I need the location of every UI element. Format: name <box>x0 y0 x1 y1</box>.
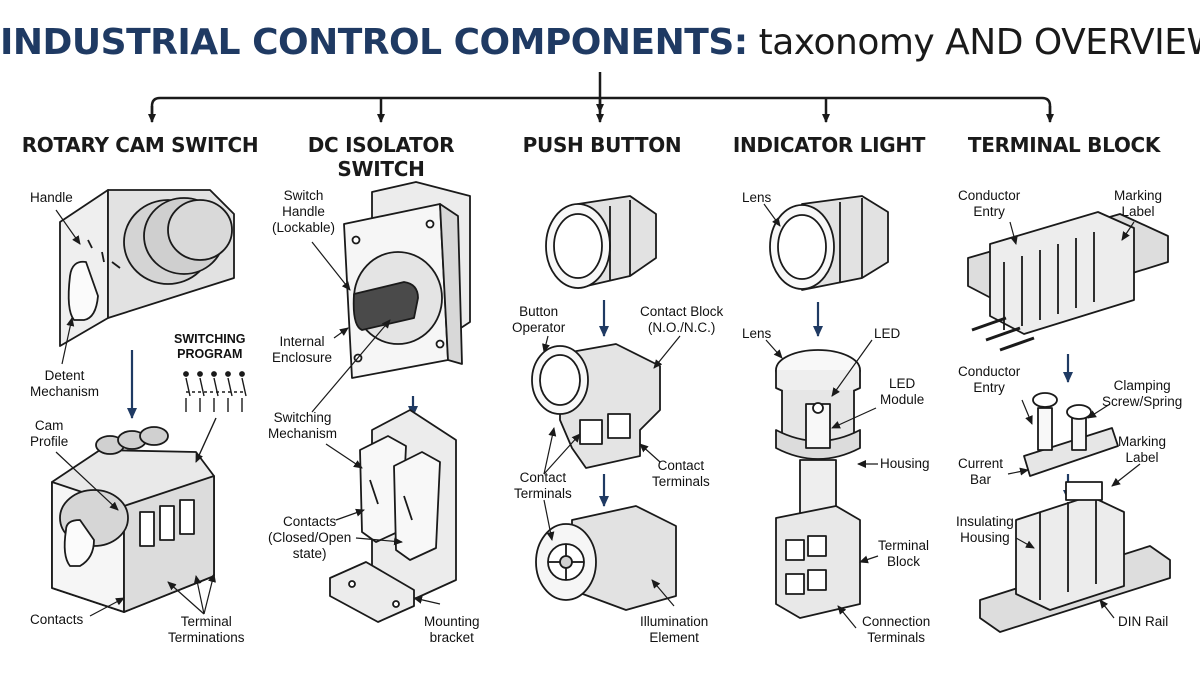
dc-isolator-top <box>343 181 471 379</box>
rotary-cam-switch-exploded <box>51 426 215 613</box>
section-title-terminal-block: TERMINAL BLOCK <box>967 133 1161 157</box>
title-bold: INDUSTRIAL CONTROL COMPONENTS: <box>0 22 748 63</box>
dc-isolator-exploded <box>329 409 457 623</box>
section-title-push-button: PUSH BUTTON <box>522 133 682 157</box>
title-rest: taxonomy AND OVERVIEW <box>747 22 1200 63</box>
rotary-cam-switch-top <box>59 189 235 347</box>
switching-program-symbols <box>183 371 247 463</box>
terminal-block-bottom <box>979 481 1171 633</box>
indicator-light-exploded <box>775 349 861 619</box>
section-title-dc-isolator-switch: DC ISOLATOR SWITCH <box>307 133 455 181</box>
push-leader-lines <box>542 335 681 607</box>
terminal-clamp-parts <box>1023 392 1119 477</box>
page-title: INDUSTRIAL CONTROL COMPONENTS: taxonomy … <box>0 22 1200 63</box>
cam-leader-lines <box>55 209 216 617</box>
indicator-light-top <box>769 195 889 291</box>
label-indicator-lens: Lens <box>742 326 772 341</box>
terminal-block-top <box>967 211 1169 352</box>
indicator-leader-lines <box>763 203 879 629</box>
label-terminal-din-rail: DIN Rail <box>1118 614 1169 629</box>
terminal-leader-lines <box>1007 221 1141 619</box>
label-indicator-lens-top: Lens <box>742 190 772 205</box>
isolator-leader-lines <box>311 241 441 605</box>
label-cam-contacts: Contacts <box>30 612 84 627</box>
taxonomy-tree <box>148 72 1054 123</box>
push-button-bottom <box>535 505 677 611</box>
label-cam-handle: Handle <box>30 190 73 205</box>
label-indicator-led: LED <box>874 326 901 341</box>
section-title-rotary-cam-switch: ROTARY CAM SWITCH <box>21 133 259 157</box>
label-indicator-housing: Housing <box>880 456 930 471</box>
push-button-middle <box>531 343 661 469</box>
label-push-contact-block: Contact Block(N.O./N.C.) <box>640 304 724 335</box>
section-title-indicator-light: INDICATOR LIGHT <box>732 133 926 157</box>
push-button-top <box>545 195 657 289</box>
